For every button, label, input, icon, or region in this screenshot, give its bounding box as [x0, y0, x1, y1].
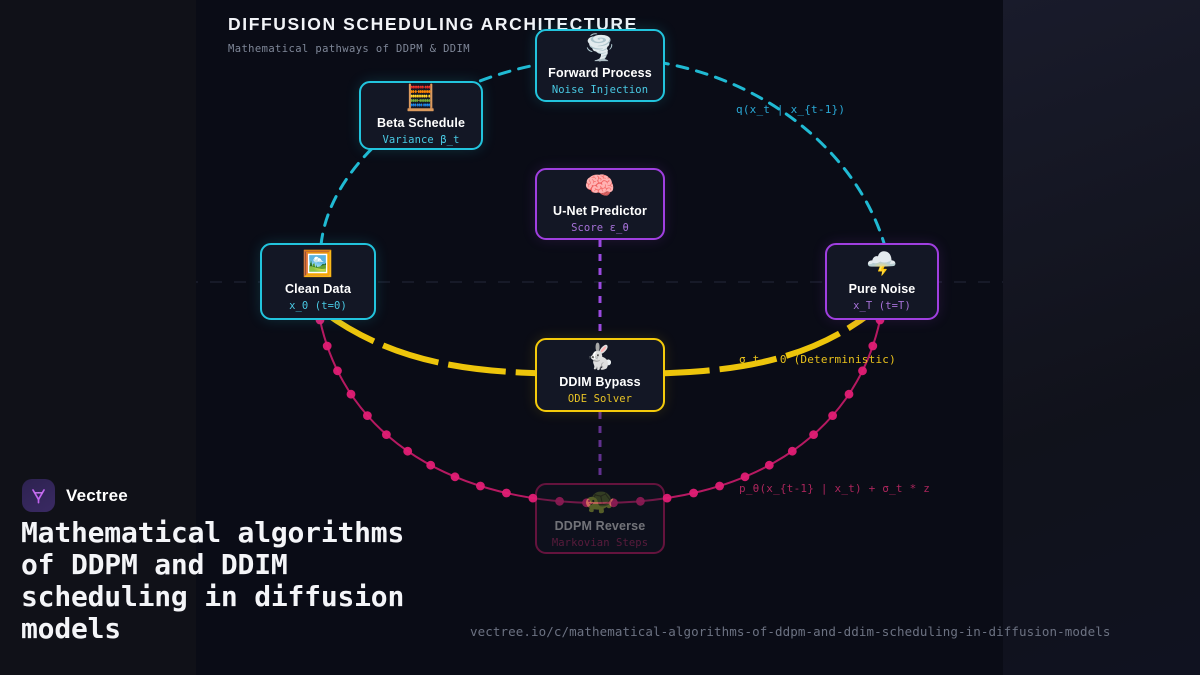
diagram-canvas: DIFFUSION SCHEDULING ARCHITECTURE Mathem…	[196, 0, 1003, 675]
left-background-panel	[0, 0, 196, 675]
tree-glyph-icon	[32, 489, 45, 504]
edge-label-ddim: σ_t = 0 (Deterministic)	[739, 353, 896, 366]
brain-icon: 🧠	[584, 172, 616, 200]
vectree-logo	[22, 479, 55, 512]
edge-label-ddpm: p_θ(x_{t-1} | x_t) + σ_t * z	[739, 482, 931, 495]
thunder-cloud-icon: 🌩️	[866, 249, 898, 278]
brand: Vectree	[22, 479, 128, 512]
brand-name: Vectree	[66, 485, 128, 505]
node-sublabel: Noise Injection	[551, 83, 649, 96]
node-label: Forward Process	[548, 65, 652, 80]
node-clean-data[interactable]: 🖼️ Clean Data x_0 (t=0)	[260, 243, 376, 320]
node-ddpm-reverse[interactable]: 🐢 DDPM Reverse Markovian Steps	[535, 483, 665, 554]
abacus-icon: 🧮	[405, 83, 437, 112]
node-label: DDPM Reverse	[554, 518, 646, 533]
node-label: Beta Schedule	[376, 115, 466, 130]
page-subtitle: Mathematical pathways of DDPM & DDIM	[228, 43, 470, 55]
node-label: DDIM Bypass	[559, 375, 641, 389]
canvas-header: DIFFUSION SCHEDULING ARCHITECTURE Mathem…	[228, 14, 638, 55]
node-label: U-Net Predictor	[553, 204, 647, 218]
headline: Mathematical algorithms of DDPM and DDIM…	[21, 516, 405, 645]
page-title: DIFFUSION SCHEDULING ARCHITECTURE	[228, 14, 638, 34]
node-unet-predictor[interactable]: 🧠 U-Net Predictor Score ε_θ	[535, 168, 665, 240]
framed-picture-icon: 🖼️	[302, 249, 334, 278]
node-pure-noise[interactable]: 🌩️ Pure Noise x_T (t=T)	[825, 243, 939, 320]
node-sublabel: x_T (t=T)	[853, 299, 911, 312]
node-label: Pure Noise	[848, 281, 916, 296]
node-sublabel: Variance β_t	[382, 133, 460, 146]
turtle-icon: 🐢	[584, 486, 616, 515]
node-ddim-bypass[interactable]: 🐇 DDIM Bypass ODE Solver	[535, 338, 665, 412]
page-url: vectree.io/c/mathematical-algorithms-of-…	[470, 624, 1111, 639]
node-label: Clean Data	[284, 281, 352, 296]
node-beta-schedule[interactable]: 🧮 Beta Schedule Variance β_t	[359, 81, 483, 150]
tornado-icon: 🌪️	[584, 33, 616, 62]
node-forward-process[interactable]: 🌪️ Forward Process Noise Injection	[535, 29, 665, 102]
right-background-panel	[1003, 0, 1200, 675]
node-sublabel: x_0 (t=0)	[289, 299, 347, 312]
edge-label-forward: q(x_t | x_{t-1})	[736, 103, 846, 116]
rabbit-icon: 🐇	[584, 343, 616, 371]
node-sublabel: Score ε_θ	[571, 222, 629, 234]
node-sublabel: ODE Solver	[567, 393, 633, 405]
node-sublabel: Markovian Steps	[551, 536, 649, 549]
ddpm-reverse-edge-dots	[315, 315, 885, 508]
forward-process-edge	[319, 56, 888, 252]
